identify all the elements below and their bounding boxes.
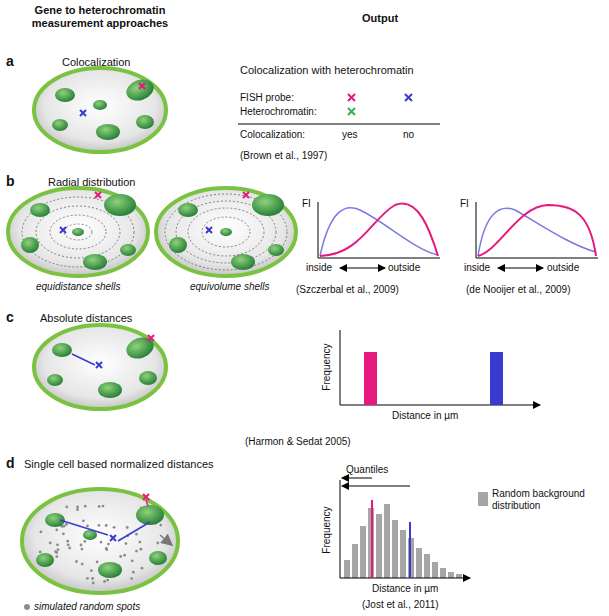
shell-caption: equidistance shells [36,281,121,293]
radial-chart-right [476,202,598,268]
result-label: yes [342,129,358,141]
output-title: Colocalization with heterochromatin [240,64,414,77]
result-label: no [403,129,414,141]
legend-text: Random background distribution [492,488,604,512]
panel-letter: b [6,174,15,189]
distance-chart [340,330,540,405]
citation: (Jost et al., 2011) [362,599,439,611]
panel-letter: d [6,456,15,471]
cell-d [22,489,178,593]
panel-title: Colocalization [62,56,130,69]
axis-label: outside [388,262,420,274]
axis-label: Frequency [321,506,333,553]
cell-c [34,325,166,409]
row-label: Colocalization: [240,129,305,141]
legend-swatch [478,492,488,506]
citation: (de Nooijer et al., 2009) [466,284,571,296]
normalized-chart [340,478,470,578]
citation: (Harmon & Sedat 2005) [245,436,351,448]
panel-title: Radial distribution [48,176,135,189]
panel-title: Single cell based normalized distances [24,458,214,471]
citation: (Brown et al., 1997) [240,150,327,162]
cell-a [34,68,166,152]
row-label: FISH probe: [240,92,294,104]
legend-text: simulated random spots [34,601,140,613]
row-label: Heterochromatin: [240,106,317,118]
panel-letter: a [6,54,14,69]
axis-label: Frequency [321,343,333,390]
axis-label: inside [464,262,490,274]
axis-label: Quantiles [346,464,388,476]
axis-label: FI [460,198,469,210]
cell-b-equivolume [156,188,296,276]
axis-label: Distance in µm [372,583,438,595]
radial-chart-left [318,202,440,268]
column-heading: Gene to heterochromatin measurement appr… [8,4,192,30]
citation: (Szczerbal et al., 2009) [296,284,399,296]
shell-caption: equivolume shells [190,281,270,293]
axis-label: inside [306,262,332,274]
cell-b-equidistance [8,188,148,276]
axis-label: FI [302,198,311,210]
panel-letter: c [6,310,14,325]
legend-swatch [24,604,30,610]
column-heading: Output [362,12,398,25]
panel-title: Absolute distances [40,312,132,325]
axis-label: Distance in µm [392,410,458,422]
axis-label: outside [547,262,579,274]
